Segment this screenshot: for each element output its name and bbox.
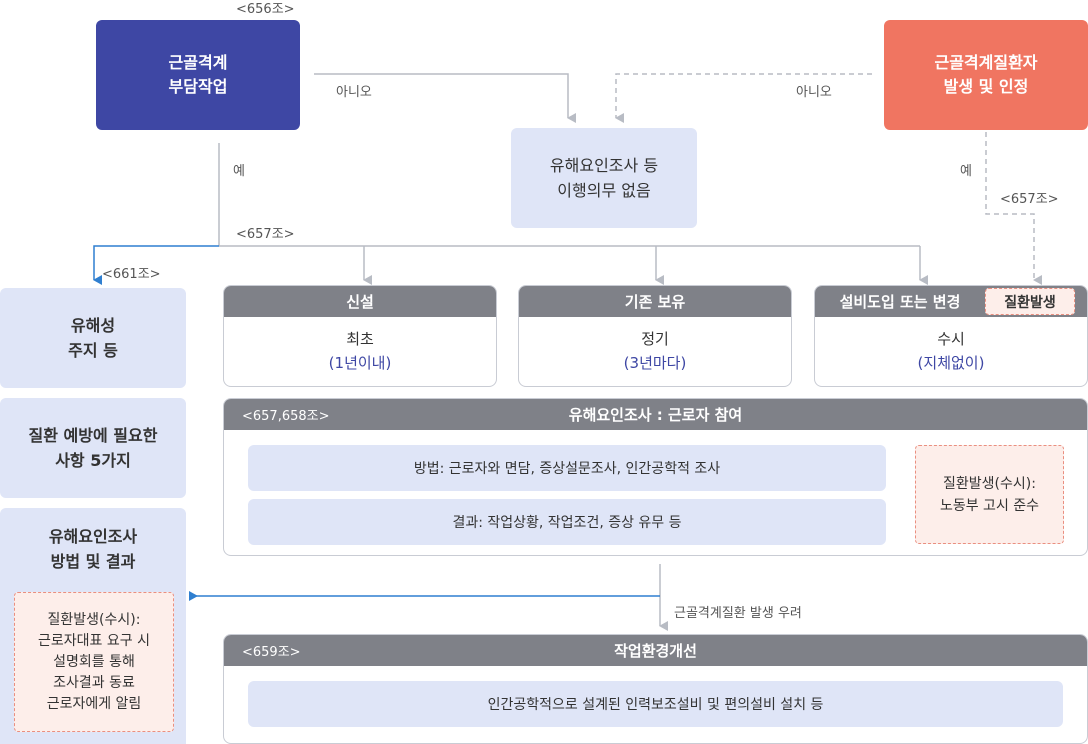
- method-note-line2: 근로자대표 요구 시: [38, 632, 150, 649]
- notice-box: 유해성 주지 등: [0, 288, 186, 388]
- notice-line2: 주지 등: [68, 341, 118, 360]
- ref-656: <656조>: [236, 2, 295, 17]
- notice-line1: 유해성: [70, 316, 116, 335]
- five-items-box: 질환 예방에 필요한 사항 5가지: [0, 398, 186, 498]
- timing-card-existing: 기존 보유 정기 (3년마다): [518, 285, 792, 387]
- edge-to-notice: [93, 245, 219, 285]
- method-result-line1: 유해요인조사: [48, 527, 138, 546]
- improve-ref: <659조>: [242, 645, 301, 660]
- survey-note-line2: 노동부 고시 준수: [939, 497, 1040, 514]
- ref-657-top: <657조>: [236, 227, 295, 242]
- timing-existing-title: 기존 보유: [519, 286, 791, 317]
- survey-note-line1: 질환발생(수시):: [943, 475, 1036, 492]
- label-yes-right: 예: [960, 164, 972, 179]
- improve-title: 작업환경개선: [614, 642, 697, 660]
- timing-card-change: 설비도입 또는 변경 질환발생 수시 (지체없이): [814, 285, 1088, 387]
- label-no-left: 아니오: [336, 85, 372, 100]
- label-yes-left: 예: [233, 164, 245, 179]
- disease-case-box: 근골격계질환자 발생 및 인정: [884, 20, 1088, 130]
- method-result-line2: 방법 및 결과: [50, 552, 136, 571]
- burden-task-box: 근골격계 부담작업: [96, 20, 300, 130]
- timing-existing-line1: 정기: [641, 330, 669, 348]
- timing-change-title: 설비도입 또는 변경: [839, 293, 961, 311]
- disease-case-line1: 근골격계질환자: [934, 53, 1038, 72]
- timing-change-line2: (지체없이): [917, 354, 985, 372]
- timing-new-title: 신설: [224, 286, 496, 317]
- ref-661: <661조>: [102, 267, 161, 282]
- method-note-line3: 설명회를 통해: [53, 653, 135, 670]
- survey-note: 질환발생(수시): 노동부 고시 준수: [915, 445, 1064, 544]
- disease-case-line2: 발생 및 인정: [943, 77, 1029, 96]
- survey-ref: <657,658조>: [242, 409, 330, 424]
- no-duty-box: 유해요인조사 등 이행의무 없음: [511, 128, 697, 228]
- timing-card-new: 신설 최초 (1년이내): [223, 285, 497, 387]
- label-risk: 근골격계질환 발생 우려: [674, 606, 802, 621]
- method-note-line4: 조사결과 동료: [53, 674, 135, 691]
- method-result-box: 유해요인조사 방법 및 결과 질환발생(수시): 근로자대표 요구 시 설명회를…: [0, 508, 186, 744]
- timing-existing-line2: (3년마다): [623, 354, 687, 372]
- burden-task-line2: 부담작업: [168, 77, 228, 96]
- edge-yes-right: [985, 132, 1042, 285]
- timing-new-line1: 최초: [346, 330, 374, 348]
- survey-title: 유해요인조사 : 근로자 참여: [568, 406, 743, 424]
- improve-body: 인간공학적으로 설계된 인력보조설비 및 편의설비 설치 등: [248, 681, 1063, 727]
- five-items-line1: 질환 예방에 필요한: [28, 426, 158, 445]
- no-duty-line2: 이행의무 없음: [557, 181, 651, 200]
- improve-card: <659조> 작업환경개선 인간공학적으로 설계된 인력보조설비 및 편의설비 …: [223, 634, 1088, 744]
- survey-result: 결과: 작업상황, 작업조건, 증상 유무 등: [248, 499, 886, 545]
- timing-change-line1: 수시: [937, 330, 965, 348]
- edge-no-right: [615, 73, 872, 123]
- edge-no-left: [314, 73, 576, 123]
- survey-method: 방법: 근로자와 면담, 증상설문조사, 인간공학적 조사: [248, 445, 886, 491]
- method-note-line5: 근로자에게 알림: [46, 695, 142, 712]
- burden-task-line1: 근골격계: [168, 53, 228, 72]
- no-duty-line1: 유해요인조사 등: [549, 156, 659, 175]
- timing-change-tag: 질환발생: [985, 288, 1075, 315]
- survey-card: <657,658조> 유해요인조사 : 근로자 참여 방법: 근로자와 면담, …: [223, 398, 1088, 556]
- ref-657-right: <657조>: [1000, 192, 1059, 207]
- method-note-line1: 질환발생(수시):: [47, 611, 141, 628]
- five-items-line2: 사항 5가지: [55, 451, 131, 470]
- label-no-right: 아니오: [796, 85, 832, 100]
- timing-new-line2: (1년이내): [328, 354, 392, 372]
- method-note: 질환발생(수시): 근로자대표 요구 시 설명회를 통해 조사결과 동료 근로자…: [14, 592, 174, 732]
